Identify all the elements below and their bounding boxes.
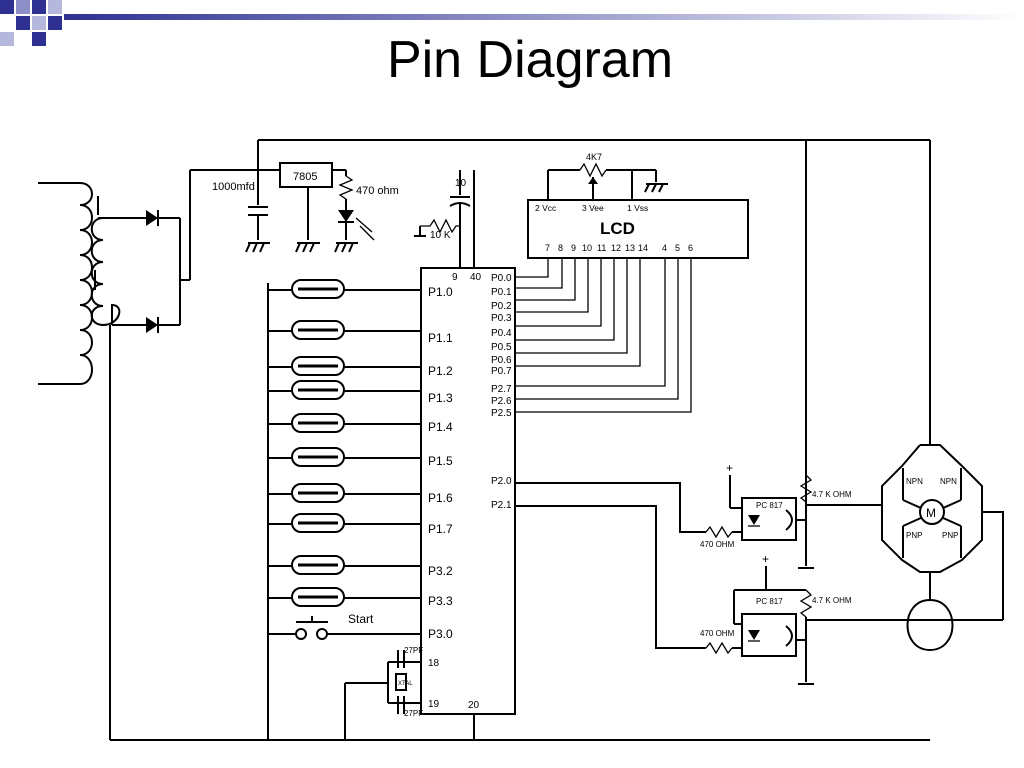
res-470-1-label: 470 OHM	[700, 540, 735, 549]
crystal-xtal-label: XTAL	[398, 681, 413, 687]
regulator-label: 7805	[293, 171, 317, 183]
mcu-pin-19: 19	[428, 699, 440, 710]
lcd-pin-4: 4	[662, 243, 667, 253]
pnp-left-label: PNP	[906, 531, 922, 540]
pin-p2-1: P2.1	[491, 500, 512, 511]
plus-1-label: +	[726, 461, 733, 475]
pin-p1-1: P1.1	[428, 331, 453, 345]
pin-p1-3: P1.3	[428, 391, 453, 405]
pin-p1-2: P1.2	[428, 364, 453, 378]
pin-p0-6: P0.6	[491, 355, 512, 366]
pin-p0-2: P0.2	[491, 301, 512, 312]
motor	[919, 499, 945, 525]
pin-p2-0: P2.0	[491, 476, 512, 487]
lcd-pin-13: 13	[625, 243, 635, 253]
lcd-pin-5: 5	[675, 243, 680, 253]
transformer	[38, 182, 104, 385]
opto2-label: PC 817	[756, 597, 783, 606]
ground-symbol	[644, 183, 668, 193]
corner-decoration	[0, 0, 1024, 50]
ground-symbol	[295, 242, 320, 253]
lcd-pin-vee: 3 Vee	[582, 203, 604, 213]
plus-2-label: +	[762, 552, 769, 566]
pin-p0-4: P0.4	[491, 328, 512, 339]
title-bar-gradient	[64, 14, 1024, 20]
lcd-pin-7: 7	[545, 243, 550, 253]
lcd-pin-6: 6	[688, 243, 693, 253]
pin-p2-5: P2.5	[491, 408, 512, 419]
pin-p3-2: P3.2	[428, 564, 453, 578]
capacitor-1000mfd-label: 1000mfd	[212, 181, 255, 193]
lcd-pin-vss: 1 Vss	[627, 203, 648, 213]
lcd-pin-12: 12	[611, 243, 621, 253]
led-resistor-label: 470 ohm	[356, 185, 399, 197]
reset-resistor-label: 10 K	[430, 230, 451, 241]
res-470-2-label: 470 OHM	[700, 629, 735, 638]
pin-p2-6: P2.6	[491, 396, 512, 407]
regulator-7805	[279, 162, 333, 188]
page-title: Pin Diagram	[386, 31, 674, 89]
pnp-right-label: PNP	[942, 531, 958, 540]
mcu-pin-40: 40	[470, 272, 482, 283]
pin-p0-7: P0.7	[491, 366, 512, 377]
lcd-pin-vcc: 2 Vcc	[535, 203, 557, 213]
res-4k7-1-label: 4.7 K OHM	[812, 490, 852, 499]
lcd-data-bus	[515, 258, 692, 413]
rectifier-diodes	[98, 170, 191, 333]
mcu-pin-20: 20	[468, 700, 480, 711]
reed-switches	[268, 279, 421, 607]
crystal-cap2-label: 27PF	[404, 709, 423, 718]
crystal-oscillator	[344, 650, 421, 740]
lcd-pin-11: 11	[597, 243, 606, 253]
start-push-button	[268, 616, 421, 640]
pin-p1-0: P1.0	[428, 285, 453, 299]
ground-symbol	[245, 242, 270, 253]
npn-right-label: NPN	[940, 477, 957, 486]
lcd-pin-9: 9	[571, 243, 576, 253]
opto1-label: PC 817	[756, 501, 783, 510]
pot-label: 4K7	[586, 152, 602, 162]
h-bridge	[881, 444, 1004, 652]
res-4k7-2-label: 4.7 K OHM	[812, 596, 852, 605]
crystal-cap1-label: 27PF	[404, 646, 423, 655]
ground-symbol	[334, 242, 358, 253]
pin-p1-6: P1.6	[428, 491, 453, 505]
start-button-label: Start	[348, 612, 374, 626]
optocoupler-2	[741, 613, 797, 657]
pin-p1-4: P1.4	[428, 420, 453, 434]
pin-p1-7: P1.7	[428, 522, 453, 536]
lcd-module	[527, 199, 749, 259]
pin-p2-7: P2.7	[491, 384, 512, 395]
motor-label: M	[926, 506, 936, 520]
lcd-pin-14: 14	[638, 243, 648, 253]
pin-p0-1: P0.1	[491, 287, 512, 298]
pin-p0-0: P0.0	[491, 273, 512, 284]
pin-p1-5: P1.5	[428, 454, 453, 468]
microcontroller-chip	[420, 267, 516, 715]
npn-left-label: NPN	[906, 477, 923, 486]
decoupling-cap-label: 10	[455, 178, 467, 189]
mcu-pin-18: 18	[428, 658, 440, 669]
lcd-label: LCD	[600, 219, 635, 238]
lcd-pin-8: 8	[558, 243, 563, 253]
pin-p3-3: P3.3	[428, 594, 453, 608]
pin-p0-5: P0.5	[491, 342, 512, 353]
mcu-pin-9: 9	[452, 272, 458, 283]
lcd-pin-10: 10	[582, 243, 592, 253]
pin-p0-3: P0.3	[491, 313, 512, 324]
pin-p3-0: P3.0	[428, 627, 453, 641]
